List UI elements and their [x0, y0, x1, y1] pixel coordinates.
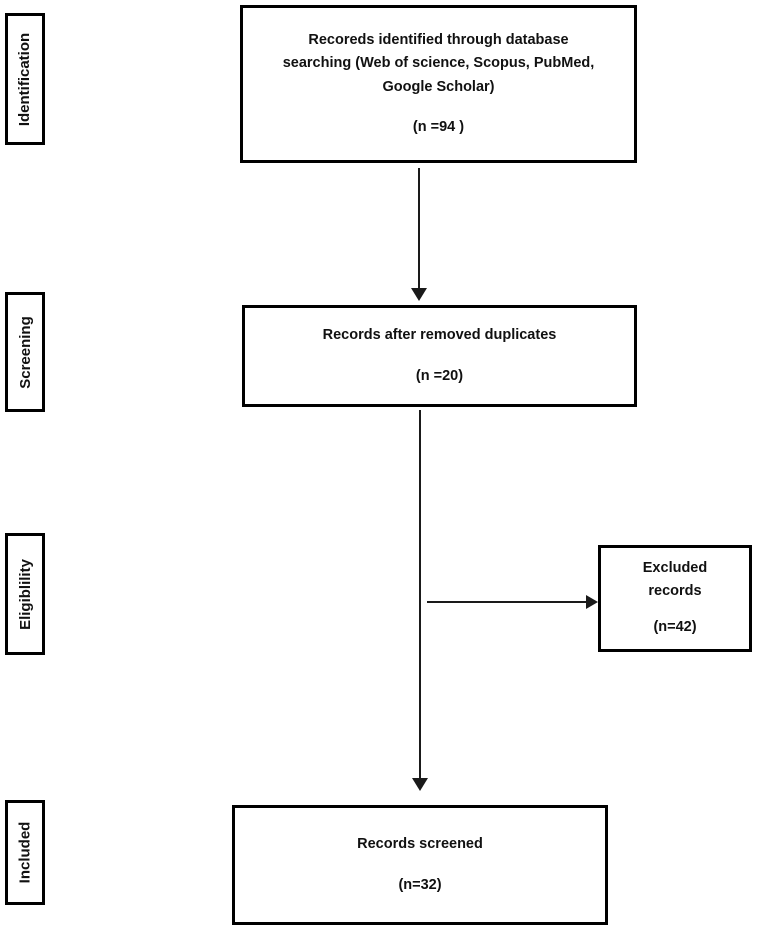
box-excluded-records-text: Excluded records — [642, 560, 708, 599]
stage-label-identification: Identification — [5, 13, 45, 145]
box-excluded-records-count: (n=42) — [653, 619, 697, 636]
box-records-screened: Records screened (n=32) — [232, 805, 608, 925]
stage-label-screening-text: Screening — [16, 315, 34, 389]
box-records-after-duplicates-count: (n =20) — [415, 367, 464, 384]
box-records-identified-text: Recoreds identified through database sea… — [282, 31, 595, 95]
stage-label-eligibility: Eligiblility — [5, 533, 45, 655]
connector-branch-to-excluded-arrowhead — [586, 595, 598, 609]
connector-duplicates-to-screened-line — [419, 410, 421, 778]
stage-label-included-text: Included — [16, 821, 34, 884]
stage-label-screening: Screening — [5, 292, 45, 412]
box-records-after-duplicates-text: Records after removed duplicates — [322, 327, 557, 344]
connector-identified-to-duplicates-arrowhead — [411, 288, 427, 301]
box-records-after-duplicates: Records after removed duplicates (n =20) — [242, 305, 637, 407]
box-records-screened-count: (n=32) — [398, 876, 442, 893]
stage-label-eligibility-text: Eligiblility — [16, 558, 34, 630]
connector-branch-to-excluded-line — [427, 601, 591, 603]
box-records-identified: Recoreds identified through database sea… — [240, 5, 637, 163]
box-excluded-records: Excluded records (n=42) — [598, 545, 752, 652]
stage-label-included: Included — [5, 800, 45, 905]
connector-identified-to-duplicates-line — [418, 168, 420, 288]
box-records-screened-text: Records screened — [357, 836, 483, 853]
connector-duplicates-to-screened-arrowhead — [412, 778, 428, 791]
stage-label-identification-text: Identification — [16, 32, 34, 126]
box-records-identified-count: (n =94 ) — [412, 118, 465, 135]
